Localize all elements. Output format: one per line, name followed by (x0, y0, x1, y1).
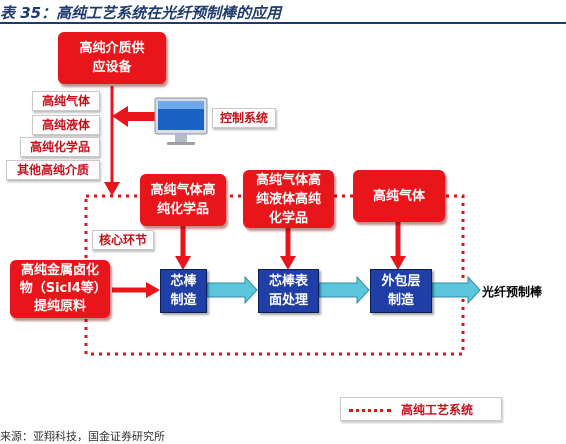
cladding-input-label: 高纯气体 (372, 188, 425, 204)
process-frame (84, 194, 465, 356)
supply-equipment-box: 高纯介质供应设备 (58, 32, 166, 84)
media-item-2-label: 高纯液体 (41, 118, 90, 132)
control-system-box: 控制系统 (212, 108, 276, 128)
computer-monitor-icon (153, 97, 209, 147)
step-arrow-3 (431, 275, 481, 305)
surface-treatment-step-label: 芯棒表面处理 (268, 274, 308, 308)
core-rod-input-box: 高纯气体高纯化学品 (140, 174, 226, 226)
media-item-3-label: 高纯化学品 (29, 140, 90, 154)
raw-material-box: 高纯金属卤化物（Sicl4等）提纯原料 (10, 260, 110, 318)
input-arrow-3-head (390, 256, 406, 270)
control-system-label: 控制系统 (219, 111, 268, 125)
surface-treatment-step-box: 芯棒表面处理 (258, 269, 319, 313)
supply-down-arrowhead (104, 182, 120, 196)
step-arrow-2 (318, 275, 370, 305)
core-rod-step-box: 芯棒制造 (160, 269, 207, 313)
core-stage-box: 核心环节 (92, 230, 154, 250)
raw-material-arrow-head (146, 282, 160, 298)
media-item-1-label: 高纯气体 (41, 94, 90, 108)
output-label: 光纤预制棒 (482, 285, 543, 299)
raw-material-label: 高纯金属卤化物（Sicl4等）提纯原料 (19, 263, 101, 314)
surface-input-box: 高纯气体高纯液体高纯化学品 (243, 170, 334, 228)
computer-monitor-graphic (154, 97, 208, 145)
core-stage-label: 核心环节 (98, 233, 147, 247)
legend-dotted-line (349, 409, 391, 412)
core-rod-input-label: 高纯气体高纯化学品 (150, 183, 216, 217)
core-rod-step-label: 芯棒制造 (170, 274, 197, 308)
cladding-step-box: 外包层制造 (370, 269, 432, 313)
media-item-1: 高纯气体 (32, 91, 100, 111)
control-arrow (112, 106, 155, 127)
input-arrow-1-head (175, 256, 191, 270)
supply-equipment-label: 高纯介质供应设备 (79, 41, 145, 75)
input-arrow-2-head (280, 256, 296, 270)
surface-input-label: 高纯气体高纯液体高纯化学品 (255, 172, 321, 226)
cladding-step-label: 外包层制造 (381, 274, 421, 308)
figure-title: 表 35：高纯工艺系统在光纤预制棒的应用 (0, 4, 282, 22)
title-bar: 表 35：高纯工艺系统在光纤预制棒的应用 (0, 0, 566, 24)
media-item-3: 高纯化学品 (20, 137, 100, 157)
legend-label: 高纯工艺系统 (401, 403, 474, 417)
legend: 高纯工艺系统 (340, 397, 502, 421)
cladding-input-box: 高纯气体 (353, 170, 445, 222)
media-item-4: 其他高纯介质 (6, 160, 100, 180)
step-arrow-1 (206, 275, 258, 305)
source-note: 来源：亚翔科技，国金证券研究所 (0, 430, 165, 443)
media-item-2: 高纯液体 (32, 115, 100, 135)
media-item-4-label: 其他高纯介质 (16, 163, 89, 177)
